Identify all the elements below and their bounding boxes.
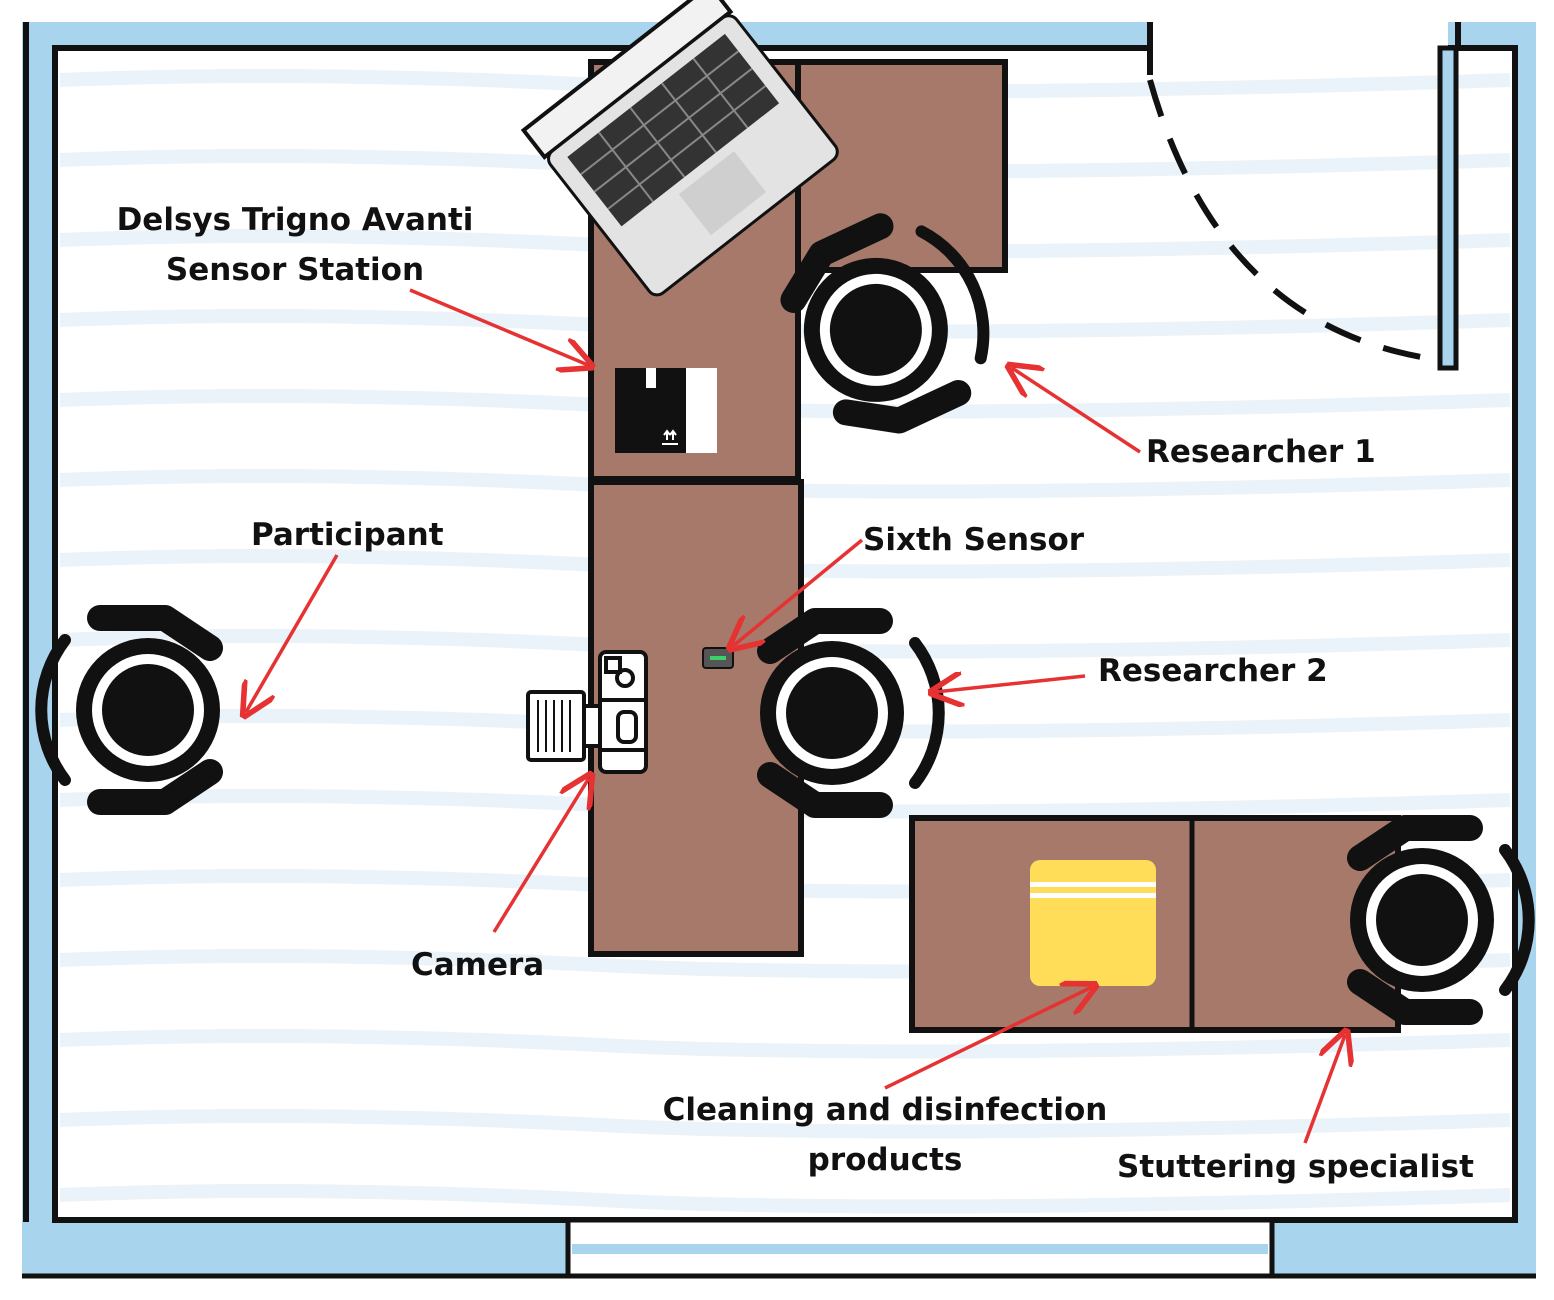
camera-icon [526, 650, 648, 774]
door-panel [1437, 45, 1459, 371]
door-swing [1147, 79, 1441, 363]
box-icon [615, 368, 717, 453]
label-cleaning-products: Cleaning and disinfection products [620, 1085, 1150, 1185]
container-icon [1030, 860, 1156, 986]
arrow-camera [492, 778, 589, 933]
arrow-participant [246, 554, 339, 712]
label-sensor-station-line2: Sensor Station [165, 252, 425, 288]
arrow-cleaning [884, 987, 1092, 1090]
arrow-researcher-1 [1012, 368, 1141, 454]
label-sixth-sensor: Sixth Sensor [863, 522, 1085, 558]
arrow-sixth-sensor [733, 538, 864, 646]
label-camera: Camera [411, 947, 545, 983]
label-cleaning-line2: products [807, 1142, 963, 1178]
arrow-specialist [1303, 1035, 1345, 1144]
label-cleaning-line1: Cleaning and disinfection [662, 1092, 1108, 1128]
arrow-sensor-station [409, 288, 588, 365]
label-sensor-station: Delsys Trigno Avanti Sensor Station [90, 195, 500, 295]
arrow-researcher-2 [935, 676, 1086, 692]
label-researcher-2: Researcher 2 [1098, 653, 1328, 689]
label-participant: Participant [251, 517, 444, 553]
door-opening [1148, 20, 1448, 52]
label-sensor-station-line1: Delsys Trigno Avanti [116, 202, 474, 238]
label-stuttering-specialist: Stuttering specialist [1117, 1149, 1474, 1185]
laptop-icon [520, 0, 839, 297]
label-researcher-1: Researcher 1 [1146, 434, 1376, 470]
